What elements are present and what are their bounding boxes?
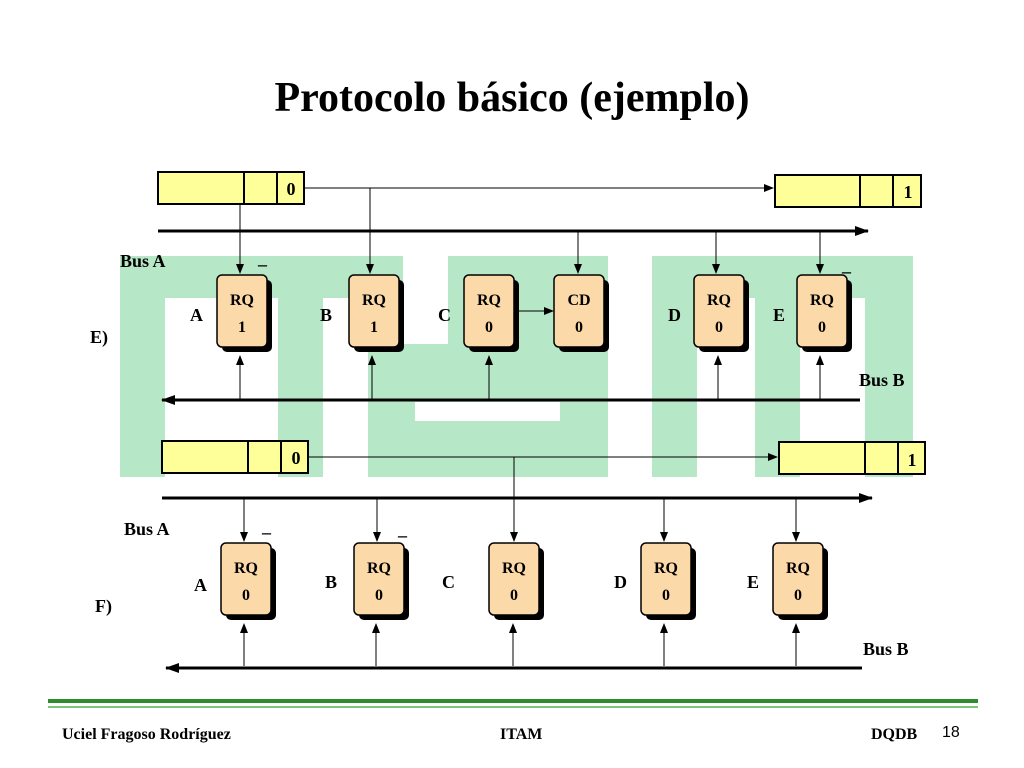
svg-text:RQ: RQ (477, 292, 501, 309)
node-a-label: A (194, 575, 207, 595)
svg-text:RQ: RQ (786, 560, 810, 577)
node-b-label: B (320, 305, 332, 325)
node-d-label: D (668, 305, 681, 325)
svg-text:RQ: RQ (234, 560, 258, 577)
queue-left-value: 0 (287, 179, 296, 199)
panel-e-label: E) (90, 327, 108, 348)
node-c-label: C (442, 572, 455, 592)
panel-e: 0 1 Bus A _ _ RQ 1 A RQ 1 (90, 171, 922, 405)
svg-text:RQ: RQ (230, 292, 254, 309)
bar-mark: _ (257, 248, 268, 268)
node-b-rq: RQ 0 (353, 542, 409, 620)
bar-mark: _ (397, 519, 408, 539)
svg-text:RQ: RQ (810, 292, 834, 309)
slide-title: Protocolo básico (ejemplo) (274, 75, 750, 121)
queue-left (157, 171, 305, 205)
node-d-label: D (614, 572, 627, 592)
bar-mark: _ (841, 255, 852, 275)
queue-right-value: 1 (904, 182, 913, 202)
node-c-label: C (438, 305, 451, 325)
svg-text:RQ: RQ (654, 560, 678, 577)
node-a-label: A (190, 305, 203, 325)
node-e-label: E (747, 572, 759, 592)
queue-left (161, 440, 309, 474)
svg-text:0: 0 (375, 587, 383, 604)
queue-right-value: 1 (908, 450, 917, 470)
svg-text:CD: CD (567, 292, 590, 309)
node-a-rq: RQ 0 (220, 542, 276, 620)
svg-text:0: 0 (575, 319, 583, 336)
queue-left-value: 0 (292, 448, 301, 468)
node-c-rq: RQ 0 (463, 274, 519, 352)
node-e-rq: RQ 0 (772, 542, 828, 620)
svg-text:0: 0 (485, 319, 493, 336)
node-d-rq: RQ 0 (693, 274, 749, 352)
panel-f: 0 1 Bus A _ _ RQ 0 A RQ 0 B (95, 440, 926, 673)
svg-text:RQ: RQ (367, 560, 391, 577)
queue-right (778, 441, 926, 475)
node-d-rq: RQ 0 (640, 542, 696, 620)
queue-right (774, 174, 922, 208)
node-a-rq: RQ 1 (216, 274, 272, 352)
panel-f-label: F) (95, 596, 112, 617)
node-e-rq: RQ 0 (796, 274, 852, 352)
svg-text:0: 0 (662, 587, 670, 604)
svg-text:0: 0 (242, 587, 250, 604)
footer-author: Uciel Fragoso Rodríguez (62, 726, 231, 743)
svg-text:0: 0 (715, 319, 723, 336)
node-e-label: E (773, 305, 785, 325)
footer-divider (48, 699, 978, 708)
bus-b-label: Bus B (859, 370, 905, 390)
svg-text:RQ: RQ (362, 292, 386, 309)
node-c-rq: RQ 0 (488, 542, 544, 620)
svg-text:0: 0 (794, 587, 802, 604)
node-b-rq: RQ 1 (348, 274, 404, 352)
svg-text:1: 1 (238, 319, 246, 336)
svg-text:1: 1 (370, 319, 378, 336)
footer-institution: ITAM (500, 726, 543, 743)
footer-topic: DQDB (871, 726, 918, 743)
bus-b-label: Bus B (863, 639, 909, 659)
svg-text:RQ: RQ (502, 560, 526, 577)
svg-text:0: 0 (818, 319, 826, 336)
bar-mark: _ (261, 516, 272, 536)
bus-a-label: Bus A (120, 251, 166, 271)
bus-a-label: Bus A (124, 519, 170, 539)
node-c-cd: CD 0 (553, 274, 609, 352)
svg-text:0: 0 (510, 587, 518, 604)
page-number: 18 (942, 724, 960, 741)
node-b-label: B (325, 572, 337, 592)
svg-text:RQ: RQ (707, 292, 731, 309)
